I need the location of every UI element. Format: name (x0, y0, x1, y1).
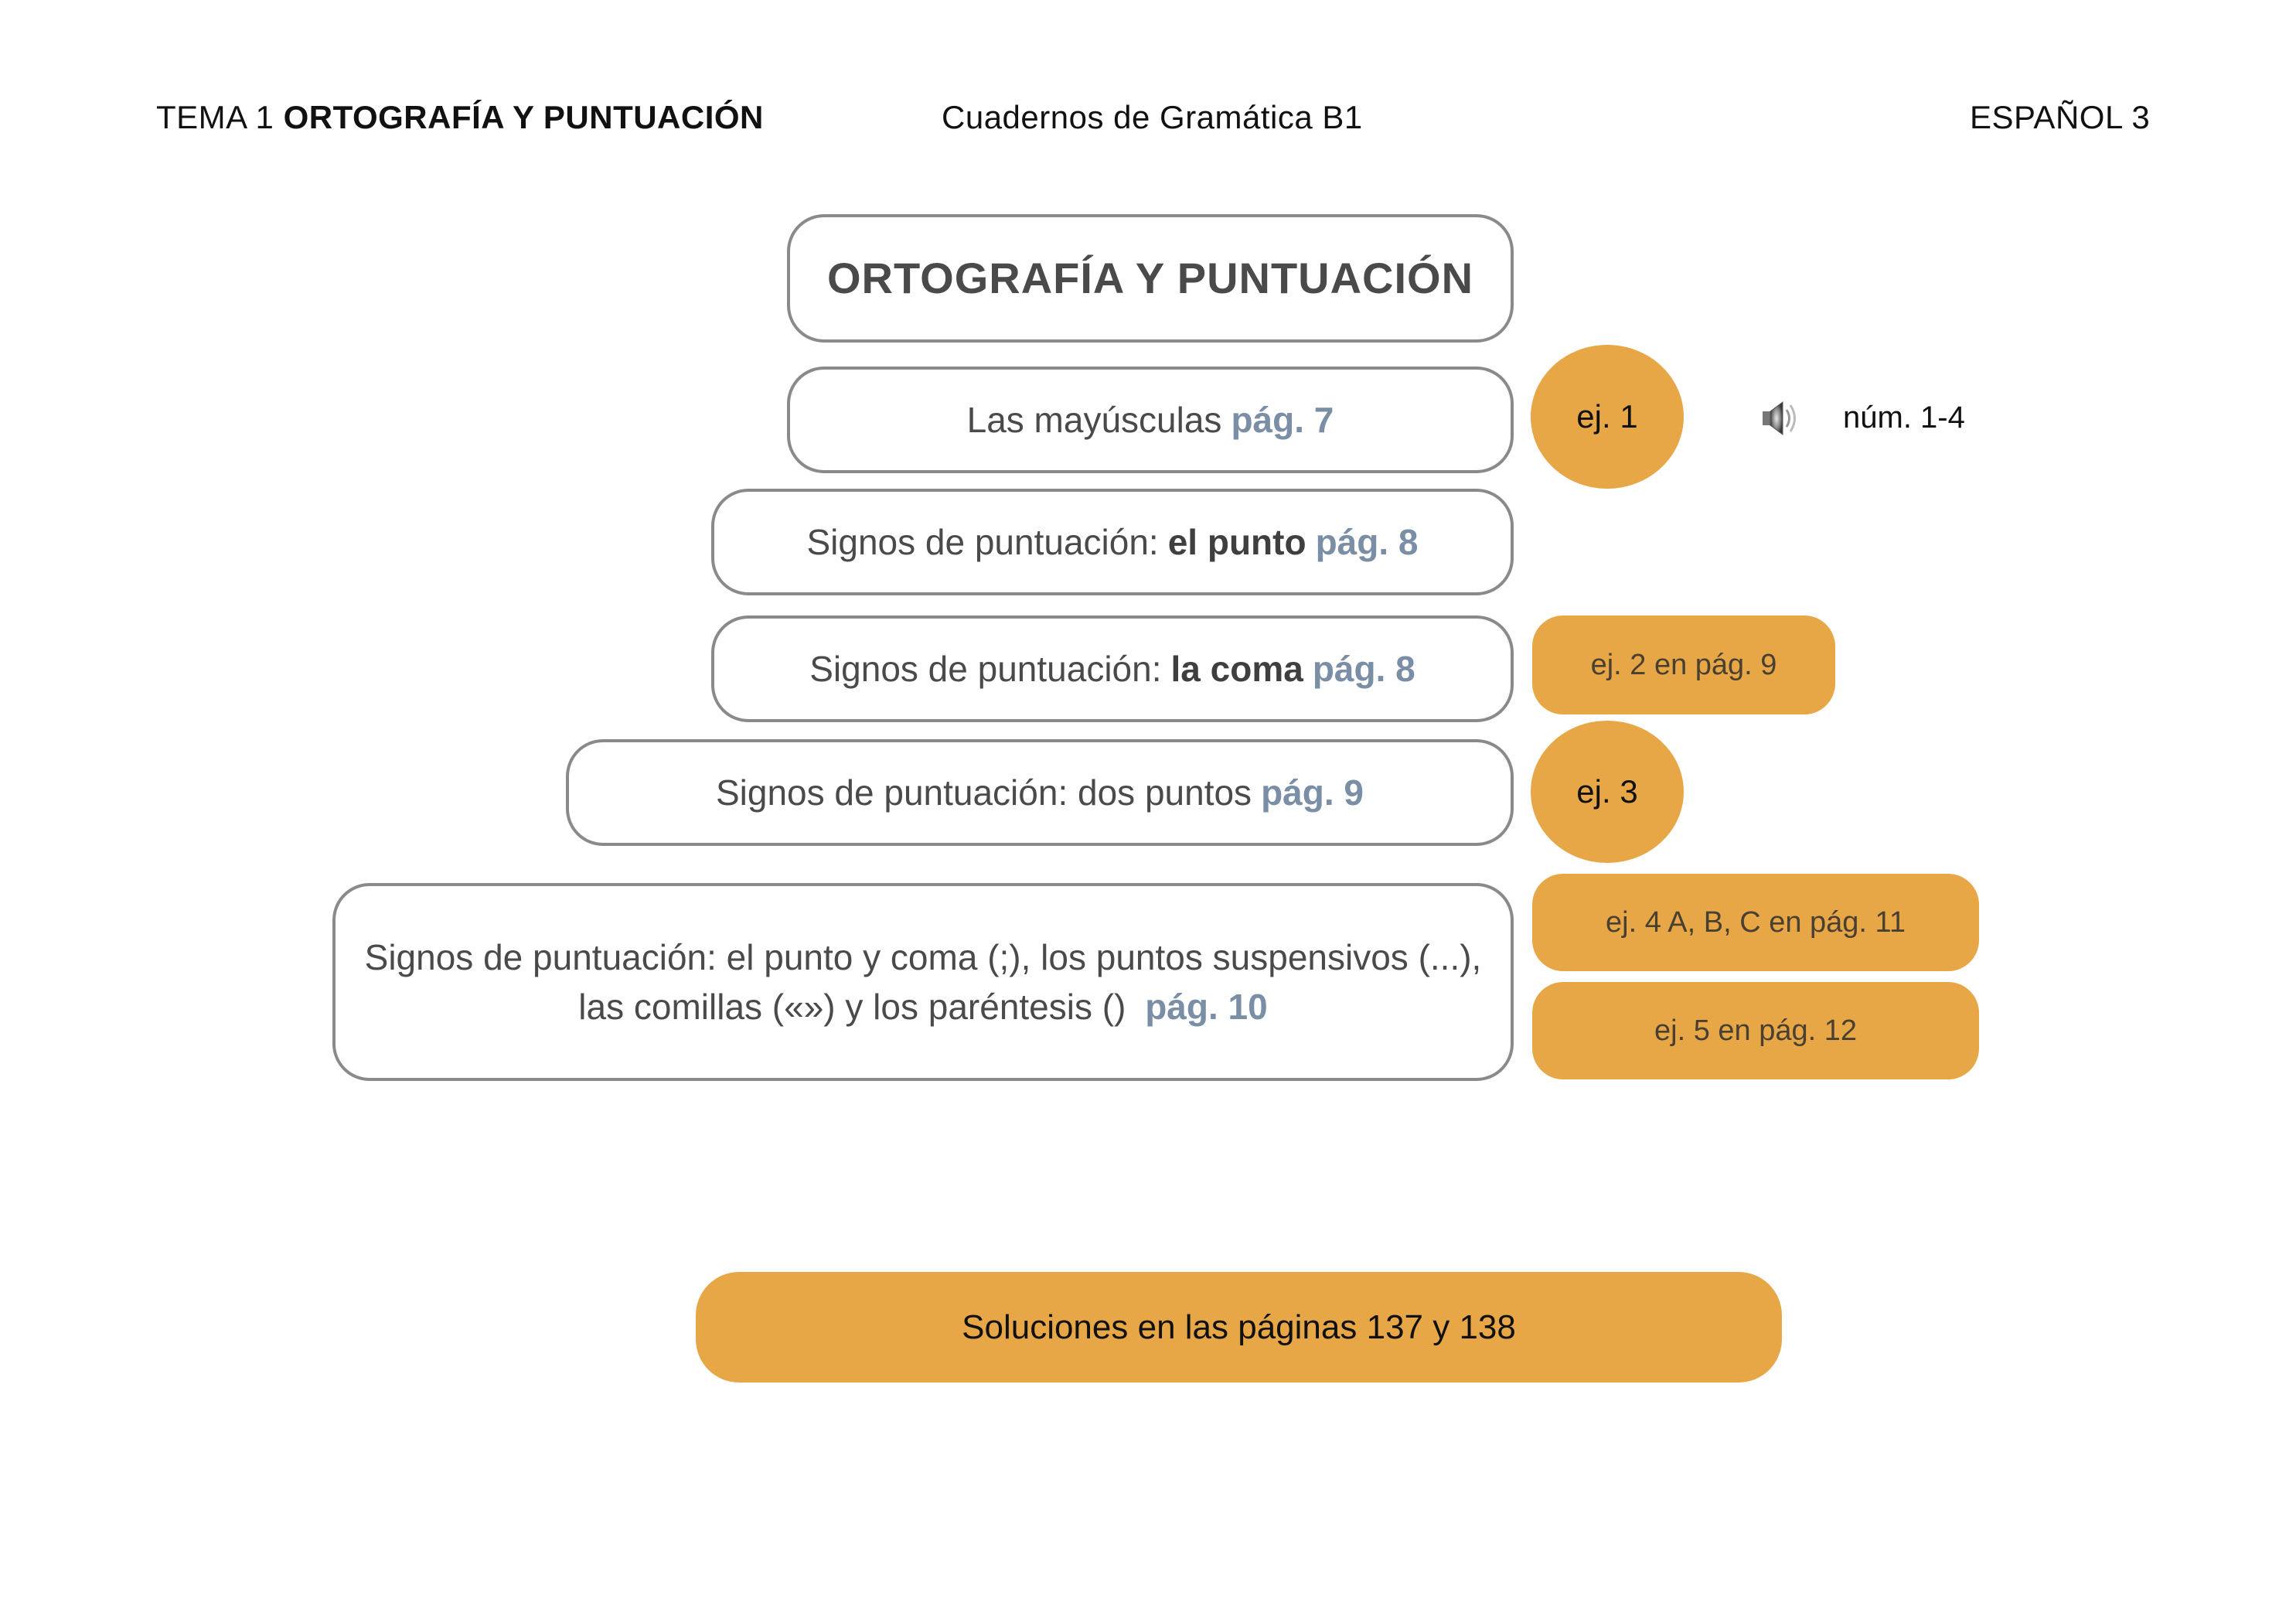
exercise-label: ej. 3 (1576, 773, 1638, 810)
page-ref[interactable]: pág. 9 (1261, 772, 1364, 813)
page-ref[interactable]: pág. 8 (1312, 649, 1415, 689)
exercise-label: ej. 5 en pág. 12 (1654, 1014, 1857, 1047)
topic-box-otros-signos[interactable]: Signos de puntuación: el punto y coma (;… (332, 883, 1514, 1081)
header-book-title: Cuadernos de Gramática B1 (942, 99, 1363, 135)
solutions-banner[interactable]: Soluciones en las páginas 137 y 138 (696, 1272, 1782, 1383)
topic-bold: el punto (1167, 522, 1306, 562)
exercise-label: ej. 2 en pág. 9 (1590, 648, 1777, 681)
topic-box-punto[interactable]: Signos de puntuación: el punto pág. 8 (711, 489, 1514, 595)
topic-label: Signos de puntuación: dos puntos (715, 772, 1252, 813)
exercise-badge-1[interactable]: ej. 1 (1531, 345, 1684, 489)
section-title: ORTOGRAFÍA Y PUNTUACIÓN (826, 254, 1474, 302)
solutions-label: Soluciones en las páginas 137 y 138 (962, 1308, 1516, 1346)
exercise-badge-3[interactable]: ej. 3 (1531, 721, 1684, 863)
topic-bold: la coma (1170, 649, 1303, 689)
speaker-icon[interactable] (1759, 397, 1800, 439)
topic-label: Las mayúsculas (966, 400, 1222, 440)
exercise-badge-4[interactable]: ej. 4 A, B, C en pág. 11 (1532, 874, 1979, 971)
page-ref[interactable]: pág. 8 (1315, 522, 1419, 562)
exercise-badge-2[interactable]: ej. 2 en pág. 9 (1532, 615, 1835, 714)
section-title-box: ORTOGRAFÍA Y PUNTUACIÓN (787, 214, 1514, 343)
topic-label: Signos de puntuación: (806, 522, 1159, 562)
exercise-label: ej. 1 (1576, 398, 1638, 435)
topic-title: ORTOGRAFÍA Y PUNTUACIÓN (283, 99, 764, 135)
exercise-badge-5[interactable]: ej. 5 en pág. 12 (1532, 982, 1979, 1079)
page-ref[interactable]: pág. 7 (1231, 400, 1334, 440)
header-topic: TEMA 1 ORTOGRAFÍA Y PUNTUACIÓN (156, 96, 764, 139)
topic-number: TEMA 1 (156, 99, 274, 135)
topic-box-dos-puntos[interactable]: Signos de puntuación: dos puntos pág. 9 (566, 739, 1514, 846)
topic-label-line-2-text: las comillas («») y los paréntesis () (578, 987, 1126, 1027)
topic-label: Signos de puntuación: (809, 649, 1162, 689)
page-ref[interactable]: pág. 10 (1145, 987, 1268, 1027)
audio-track-label: núm. 1-4 (1843, 401, 1965, 435)
topic-label-line-1: Signos de puntuación: el punto y coma (;… (364, 937, 1482, 977)
topic-box-mayusculas[interactable]: Las mayúsculas pág. 7 (787, 367, 1514, 473)
topic-label-line-2: las comillas («») y los paréntesis () pá… (578, 982, 1267, 1031)
exercise-label: ej. 4 A, B, C en pág. 11 (1606, 905, 1906, 939)
topic-box-coma[interactable]: Signos de puntuación: la coma pág. 8 (711, 615, 1514, 722)
header-course: ESPAÑOL 3 (1970, 99, 2151, 135)
